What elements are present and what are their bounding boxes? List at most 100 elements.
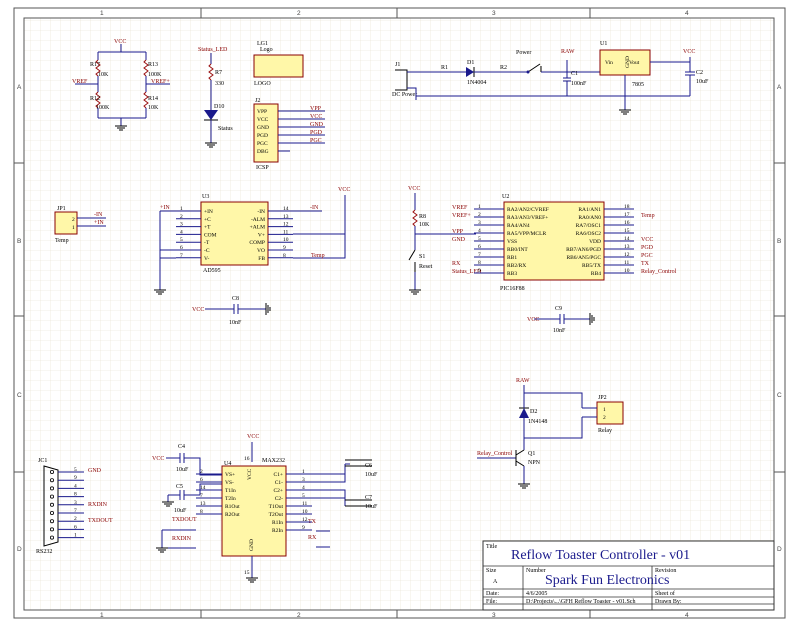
- pin-number: 5: [180, 237, 183, 243]
- schematic-number: Spark Fun Electronics: [545, 573, 669, 588]
- net-vrefp: VREF+: [151, 79, 170, 85]
- pin-number: 12: [302, 517, 308, 523]
- icsp-header: J2 VPP VCC GND PGD PGC DBG ICSP VPP VCC …: [253, 98, 325, 171]
- rs232-connector: JC1 RS232: [36, 458, 59, 555]
- svg-text:C7: C7: [365, 495, 372, 501]
- svg-text:Number: Number: [526, 568, 546, 574]
- net-vref: VREF: [72, 79, 88, 85]
- svg-text:AD595: AD595: [203, 268, 221, 274]
- svg-text:VCC: VCC: [247, 434, 259, 440]
- svg-text:J1: J1: [395, 62, 400, 68]
- svg-text:Size: Size: [486, 568, 497, 574]
- svg-text:330: 330: [215, 81, 224, 87]
- pin-label: RB0/INT: [507, 247, 528, 253]
- svg-text:Temp: Temp: [311, 253, 325, 259]
- svg-text:C1: C1: [571, 71, 578, 77]
- pin-label: -T: [204, 240, 210, 246]
- pin-label: RA4/AN4: [507, 223, 530, 229]
- svg-text:LOGO: LOGO: [254, 81, 271, 87]
- svg-text:PGD: PGD: [310, 130, 323, 136]
- pin-number: 6: [74, 524, 77, 530]
- pin-label: RB6/AN5/PGC: [566, 255, 601, 261]
- svg-text:TXDOUT: TXDOUT: [172, 517, 197, 523]
- svg-text:VCC: VCC: [192, 307, 204, 313]
- svg-text:10K: 10K: [419, 222, 430, 228]
- svg-text:10uF: 10uF: [174, 508, 187, 514]
- pin-number: 9: [74, 475, 77, 481]
- svg-text:VCC: VCC: [641, 237, 653, 243]
- power-supply: J1 DC Power R1 D1 1N4004 R2 Power RAW C1…: [392, 41, 709, 115]
- pin-number: 4: [180, 229, 183, 235]
- svg-text:Drawn By:: Drawn By:: [655, 599, 682, 605]
- svg-text:RXDIN: RXDIN: [172, 536, 192, 542]
- pin-number: 1: [478, 204, 481, 210]
- svg-text:C9: C9: [555, 306, 562, 312]
- svg-text:MAX232: MAX232: [262, 458, 285, 464]
- svg-text:Temp: Temp: [55, 238, 69, 244]
- svg-text:Vin: Vin: [605, 60, 613, 66]
- svg-text:Relay_Control: Relay_Control: [641, 269, 677, 275]
- svg-text:VPP: VPP: [310, 106, 322, 112]
- pin-number: 3: [180, 222, 183, 228]
- col-label: 2: [297, 10, 301, 17]
- svg-text:Reset: Reset: [419, 264, 433, 270]
- pin-number: 8: [200, 509, 203, 515]
- pin-number: 2: [478, 212, 481, 218]
- svg-text:NPN: NPN: [528, 460, 541, 466]
- pin-label: COMP: [249, 240, 265, 246]
- pin-number: 7: [200, 493, 203, 499]
- pin-number: 10: [283, 237, 289, 243]
- svg-text:R7: R7: [215, 70, 222, 76]
- pin-number: 5: [478, 236, 481, 242]
- row-label: D: [17, 546, 22, 553]
- svg-text:Sheet of: Sheet of: [655, 590, 675, 597]
- col-label: 1: [100, 612, 104, 619]
- pin-label: FB: [258, 256, 265, 262]
- pin-number: 12: [283, 222, 289, 228]
- svg-text:10nF: 10nF: [553, 328, 566, 334]
- svg-text:7805: 7805: [632, 82, 644, 88]
- pin-number: 6: [200, 477, 203, 483]
- svg-text:TX: TX: [641, 261, 650, 267]
- pin-number: 11: [283, 229, 289, 235]
- svg-text:R12: R12: [90, 96, 100, 102]
- svg-text:Power: Power: [516, 50, 531, 56]
- svg-text:GND: GND: [257, 125, 269, 131]
- row-label: D: [777, 546, 782, 553]
- pin-number: 16: [624, 220, 630, 226]
- pin-number: 1: [180, 206, 183, 212]
- svg-text:File:: File:: [486, 599, 497, 605]
- svg-text:Temp: Temp: [641, 213, 655, 219]
- title-block: Title Reflow Toaster Controller - v01 Si…: [482, 540, 775, 611]
- pin-label: R2Out: [225, 512, 240, 518]
- pin-number: 10: [302, 509, 308, 515]
- svg-text:JP1: JP1: [57, 206, 66, 212]
- svg-text:RAW: RAW: [561, 49, 575, 55]
- svg-text:R14: R14: [148, 96, 158, 102]
- pin-label: T2Out: [269, 512, 284, 518]
- svg-text:Logo: Logo: [260, 47, 273, 53]
- svg-text:VCC: VCC: [683, 49, 695, 55]
- svg-text:Status: Status: [218, 126, 233, 132]
- rs232-nets: GND RXDIN TXDOUT: [88, 468, 113, 524]
- svg-text:VCC: VCC: [152, 456, 164, 462]
- pin-number: 4: [302, 485, 305, 491]
- svg-text:D10: D10: [214, 104, 224, 110]
- svg-text:+IN: +IN: [160, 205, 170, 211]
- svg-text:VPP: VPP: [452, 229, 464, 235]
- svg-text:VCC: VCC: [527, 317, 539, 323]
- svg-text:D2: D2: [530, 409, 537, 415]
- svg-text:A: A: [493, 579, 498, 585]
- svg-text:-IN: -IN: [310, 205, 319, 211]
- svg-text:+IN: +IN: [94, 220, 104, 226]
- svg-text:J2: J2: [255, 98, 260, 104]
- pin-number: 7: [74, 508, 77, 514]
- pin-number: 11: [624, 260, 630, 266]
- u4-pins: VS+2VS-6T1In14T2In7R1Out13R2Out8C1+1C1-3…: [196, 469, 312, 534]
- svg-text:U3: U3: [202, 194, 209, 200]
- pin-number: 5: [302, 493, 305, 499]
- pin-number: 9: [478, 268, 481, 274]
- svg-text:Q1: Q1: [528, 451, 535, 457]
- svg-text:RX: RX: [308, 535, 317, 541]
- pin-label: RB5/TX: [582, 263, 601, 269]
